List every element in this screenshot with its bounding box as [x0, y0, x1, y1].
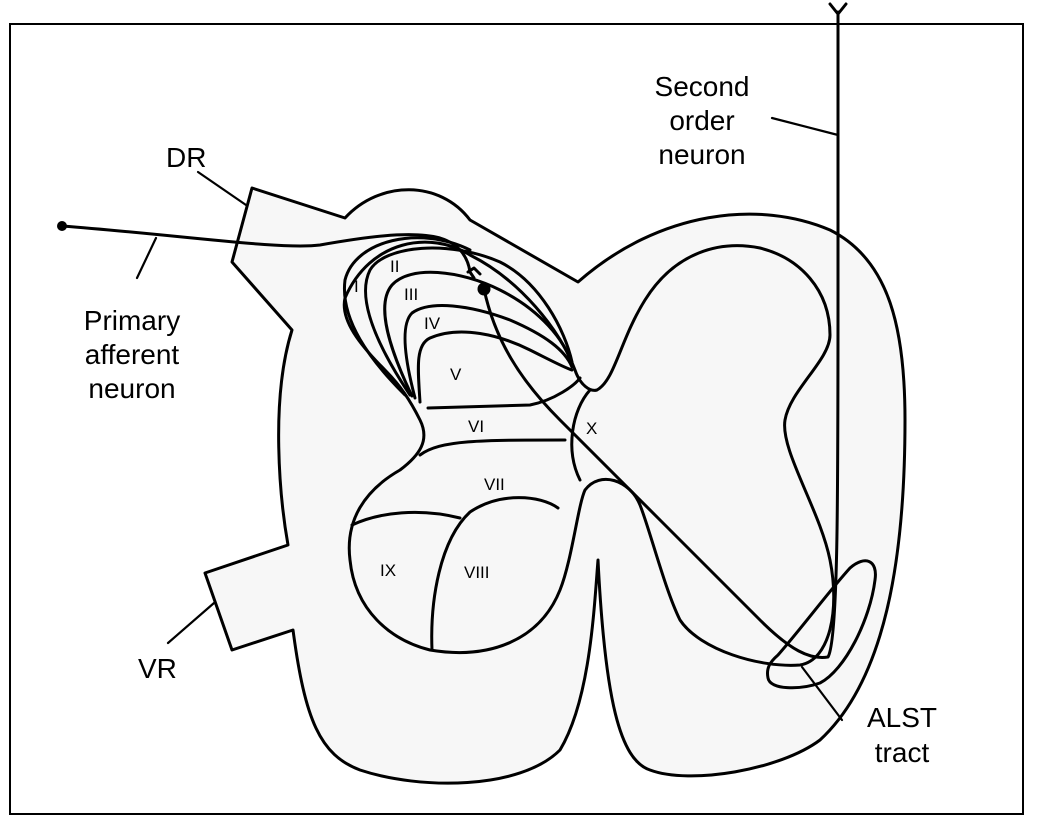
lamina-VIII-label: VIII	[464, 563, 490, 582]
lamina-VII-label: VII	[484, 475, 505, 494]
lamina-VIII-boundary	[430, 496, 560, 652]
primary-afferent-terminal	[466, 266, 482, 276]
primary-afferent-label-line2: afferent	[85, 339, 180, 370]
lamina-V-VI-boundary	[426, 376, 582, 410]
gray-matter-outline	[342, 240, 836, 667]
lamina-IX-label: IX	[380, 561, 396, 580]
dr-leader-line	[196, 170, 248, 207]
primary-afferent-leader-line	[135, 236, 158, 280]
alst-label-line2: tract	[875, 737, 930, 768]
second-order-label-line1: Second	[655, 71, 750, 102]
lamina-I-boundary	[342, 236, 472, 397]
lamina-III-boundary	[383, 270, 574, 398]
primary-afferent-label-line1: Primary	[84, 305, 180, 336]
vr-label: VR	[138, 653, 177, 684]
lamina-X-label: X	[586, 419, 597, 438]
lamina-IX-boundary	[350, 510, 462, 527]
lamina-II-boundary	[364, 246, 574, 397]
vr-leader-line	[166, 601, 216, 645]
second-order-label-line3: neuron	[658, 139, 745, 170]
second-order-label-line2: order	[669, 105, 734, 136]
alst-label-line1: ALST	[867, 702, 937, 733]
lamina-VI-VII-boundary	[418, 438, 567, 457]
lamina-IV-boundary	[403, 304, 574, 400]
primary-afferent-axon	[60, 224, 476, 280]
primary-afferent-label-line3: neuron	[88, 373, 175, 404]
second-order-axon-arrow-icon	[828, 2, 848, 16]
alst-leader-line	[800, 665, 844, 722]
second-order-leader-line	[770, 116, 840, 137]
lamina-IV-label: IV	[424, 314, 441, 333]
dr-label: DR	[166, 142, 206, 173]
spinal-cord-outline	[203, 186, 907, 785]
lamina-II-label: II	[390, 257, 399, 276]
lamina-V-boundary	[416, 330, 574, 404]
lamina-VI-label: VI	[468, 417, 484, 436]
second-order-axon	[482, 10, 840, 660]
lamina-III-label: III	[404, 285, 418, 304]
lamina-I-label: I	[354, 277, 359, 296]
lamina-V-label: V	[450, 365, 462, 384]
primary-afferent-cell-body	[57, 221, 67, 231]
